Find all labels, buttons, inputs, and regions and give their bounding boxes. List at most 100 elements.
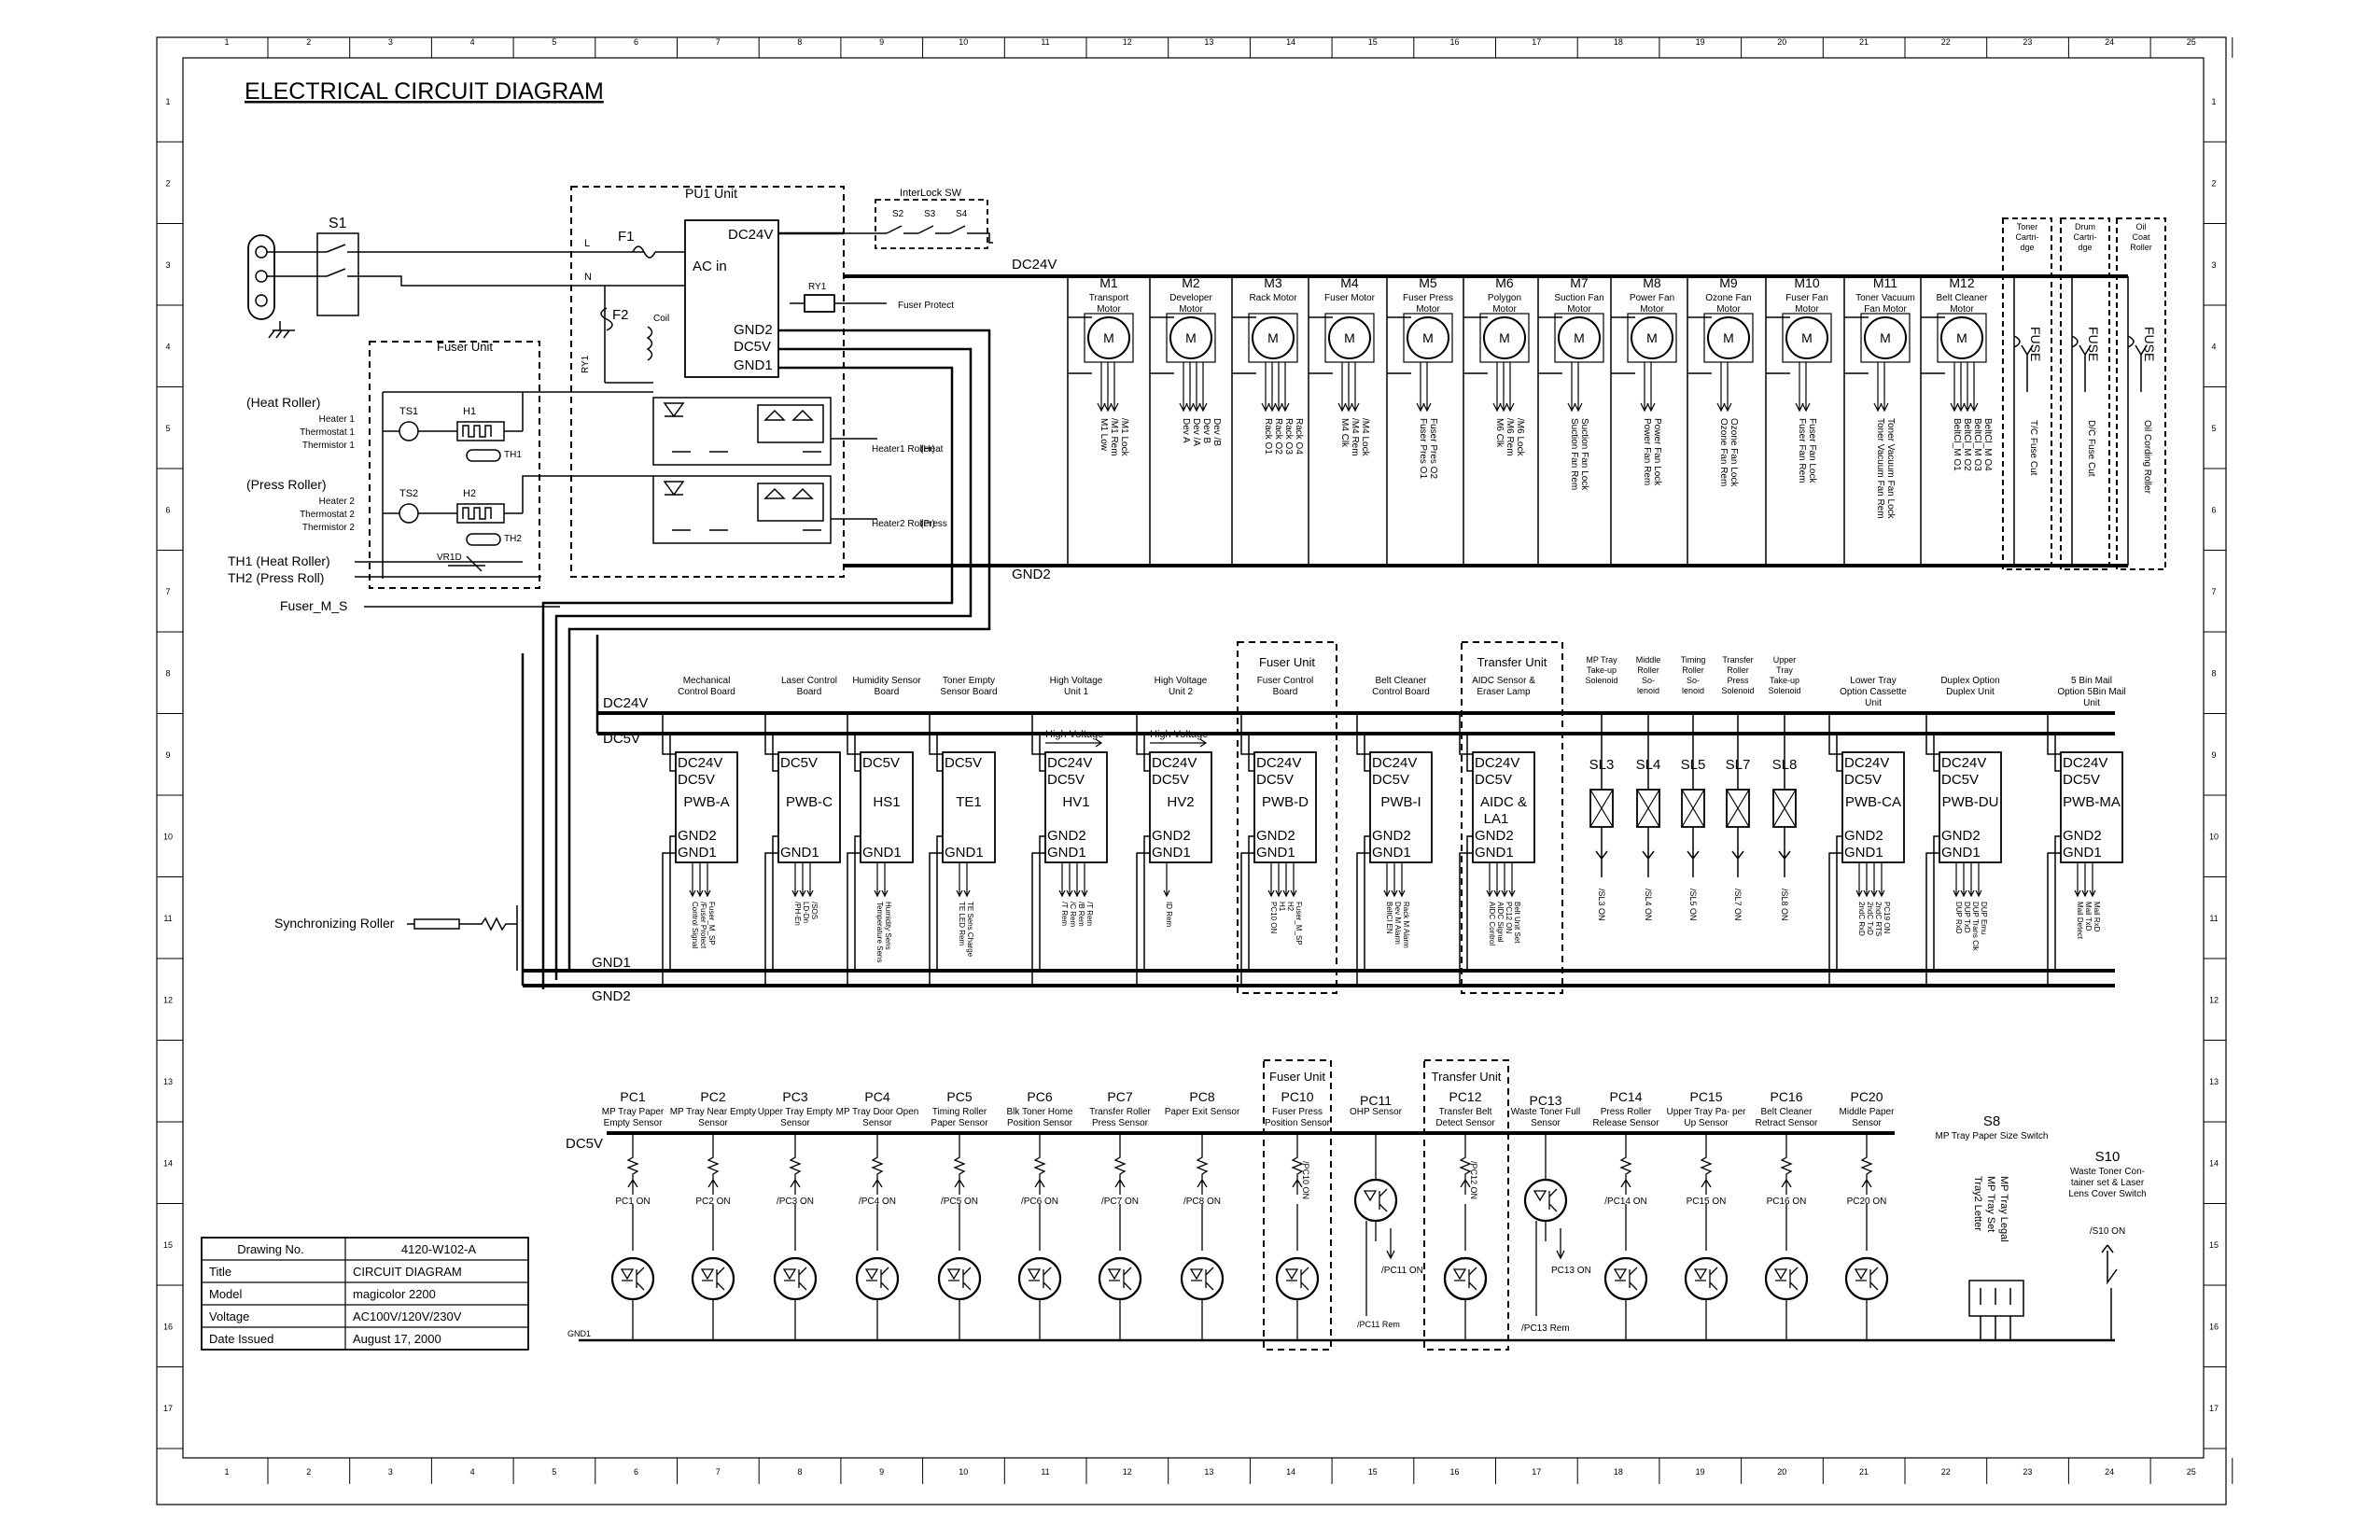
- board-supply-1: DC24V: [1256, 755, 1301, 771]
- pu1-unit-outline: [570, 186, 845, 578]
- sensor-signal: PC16 ON: [1767, 1197, 1807, 1207]
- grid-column-labels: 1122334455667788991010111112121313141415…: [224, 37, 2233, 1484]
- motor-name: Motor: [1716, 304, 1741, 315]
- sensor-body: [610, 1256, 655, 1301]
- solenoid-signal: /SL4 ON: [1644, 889, 1653, 921]
- out-fuser-ms-label: Fuser_M_S: [280, 598, 347, 613]
- motor-id: M7: [1570, 275, 1589, 290]
- frame-inner: [182, 57, 2205, 1459]
- motor-name: Motor: [1097, 304, 1121, 315]
- grid-col-bottom: 21: [1859, 1467, 1869, 1477]
- board-power-tap: [1356, 713, 1370, 772]
- s10-switch: [2101, 1244, 2118, 1340]
- board-power-tap: [1136, 713, 1150, 772]
- board-signal: 2ndC RxD: [1857, 902, 1866, 936]
- board-signal: DUP Trans Clk: [1971, 902, 1980, 952]
- sensor-id: PC8: [1189, 1089, 1214, 1104]
- sensor-signal: /PC4 ON: [859, 1197, 896, 1207]
- solenoid-header: Middle: [1636, 655, 1661, 665]
- board-signal-arrow: [1073, 862, 1081, 898]
- board-signal: AIDC Signal: [1496, 902, 1505, 943]
- board-signal: AIDC Control: [1488, 902, 1496, 945]
- sensor-name: Waste Toner Full: [1511, 1107, 1580, 1117]
- motor-wires: [1068, 316, 1092, 374]
- s8-signal: MP Tray Legal: [1998, 1176, 2009, 1242]
- solenoid-header: Solenoid: [1721, 686, 1754, 695]
- board-signal: PC12 ON: [1505, 902, 1513, 933]
- sensor-body: [937, 1256, 982, 1301]
- fuse-header: Toner: [2017, 222, 2038, 231]
- solenoid-header: Press: [1727, 676, 1749, 685]
- sensor-id: PC5: [946, 1089, 972, 1104]
- board-supply-2: DC5V: [1256, 772, 1294, 788]
- motor-signal: Fuser Fan Rem: [1797, 418, 1807, 483]
- sensor-id: PC4: [864, 1089, 889, 1104]
- sensor-wiring: [953, 1133, 966, 1251]
- solenoid-cross: [1681, 789, 1705, 828]
- motor-id: M11: [1873, 275, 1897, 290]
- sensor-name: Retract Sensor: [1756, 1118, 1818, 1128]
- motor-signal: BeltCl_M O2: [1962, 418, 1972, 471]
- board-signal-arrow: [799, 862, 806, 898]
- sync-roller-label: Synchronizing Roller: [274, 916, 395, 931]
- board-header: High Voltage: [1155, 676, 1208, 686]
- sensor-symbol: [1284, 1267, 1309, 1340]
- grid-col-top: 7: [716, 37, 721, 47]
- sensor-signal: PC15 ON: [1687, 1197, 1727, 1207]
- interlock-s4: S4: [956, 209, 968, 219]
- solenoid-header: Transfer: [1722, 655, 1753, 665]
- out-th2-label: TH2 (Press Roll): [228, 570, 324, 585]
- solenoid-header: MP Tray: [1586, 655, 1617, 665]
- motor-signal: Dev /A: [1191, 418, 1201, 446]
- board-signal: Belt Unit Set: [1513, 902, 1521, 944]
- board-supply-1: DC24V: [1152, 755, 1197, 771]
- sensor-id: PC10: [1281, 1089, 1313, 1104]
- bus-gnd2-top: GND2: [1012, 567, 1051, 582]
- board-header: AIDC Sensor &: [1472, 676, 1535, 686]
- sensor-name: Middle Paper: [1840, 1107, 1896, 1117]
- grid-col-bottom: 9: [879, 1467, 884, 1477]
- board-signal: TE Sens Charge: [966, 902, 974, 958]
- motor-housing: [1403, 313, 1453, 363]
- board-signal: 2ndC TxD: [1866, 902, 1874, 935]
- sensor-symbol: [700, 1267, 725, 1340]
- motor-name: Suction Fan: [1554, 293, 1603, 303]
- board-signal-arrow: [2081, 862, 2089, 898]
- board-header: Duplex Unit: [1946, 687, 1995, 697]
- heat-roller-label: (Heat Roller): [246, 395, 320, 410]
- motor-signal: M1 Low: [1099, 418, 1109, 452]
- motor-signal-arrow: [1646, 362, 1656, 413]
- heater2-out-label: Heater2 Roller): [872, 519, 935, 529]
- sensor-name: Position Sensor: [1007, 1118, 1073, 1128]
- board-signal: /T Rem: [1060, 902, 1069, 926]
- board-gnd1: GND1: [1372, 845, 1411, 861]
- motor-wires: [1611, 316, 1635, 374]
- grid-row-left: 4: [165, 343, 170, 352]
- grid-col-bottom: 11: [1041, 1467, 1049, 1477]
- motor-name: Developer: [1169, 293, 1212, 303]
- board-signal: /T Rem: [1085, 902, 1094, 926]
- solenoid-header: Upper: [1773, 655, 1797, 665]
- solenoid-signal: /SL5 ON: [1688, 889, 1698, 921]
- bus-gnd1-mid: GND1: [592, 955, 631, 971]
- sensor-wiring: [1459, 1133, 1472, 1251]
- board-supply-1: DC24V: [1047, 755, 1092, 771]
- sensor-symbol: [1452, 1267, 1477, 1340]
- motor-symbol: M: [1723, 330, 1734, 345]
- board-signal: Rack M Alarm: [1402, 902, 1410, 948]
- motor-signal: Fuser Fan Lock: [1807, 418, 1817, 483]
- board-supply-1: DC24V: [678, 755, 722, 771]
- board-supply-2: DC5V: [2063, 772, 2100, 788]
- board-gnd-tap: [1240, 835, 1254, 986]
- sensor-body: [691, 1256, 735, 1301]
- sensor-id: PC7: [1107, 1089, 1132, 1104]
- svg-text:Thermostat 2: Thermostat 2: [300, 510, 355, 520]
